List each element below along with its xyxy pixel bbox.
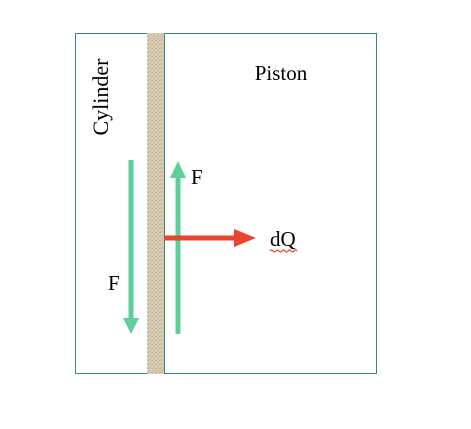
force-label-right: F [191,165,203,189]
heat-label: dQ [270,227,296,251]
spellcheck-underline [269,249,298,253]
force-down-arrow-icon [123,160,139,334]
piston-region [164,33,377,374]
force-up-arrow-icon [170,161,186,334]
contact-wall [147,33,164,374]
force-label-left: F [108,271,120,295]
heat-flow-arrow-icon [164,229,256,247]
cylinder-label: Cylinder [88,58,113,136]
piston-label: Piston [255,61,308,85]
